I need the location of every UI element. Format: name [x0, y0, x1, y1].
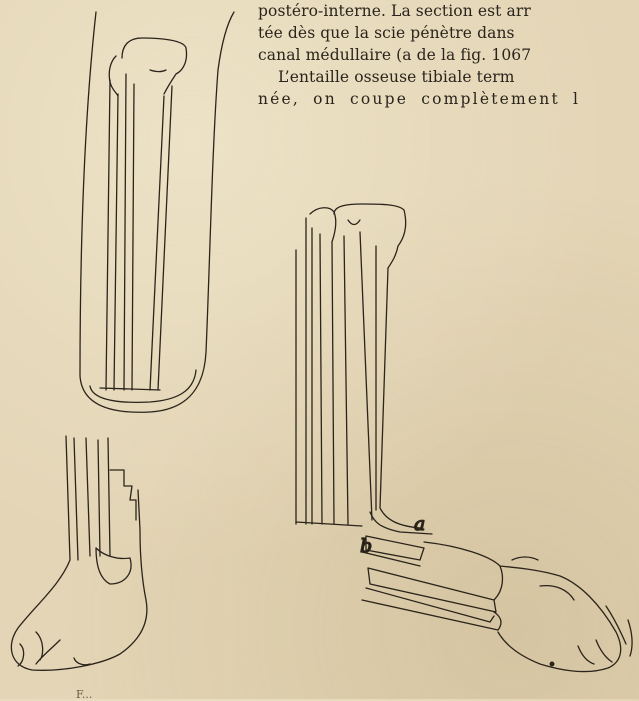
figure-label-b: b [360, 535, 372, 557]
leg-upper-left-drawing [80, 12, 234, 412]
figure-label-a: a [414, 513, 425, 535]
leg-right-drawing [296, 204, 632, 671]
foot-lower-left-drawing [11, 436, 147, 670]
caption-fragment: F... [76, 688, 92, 701]
